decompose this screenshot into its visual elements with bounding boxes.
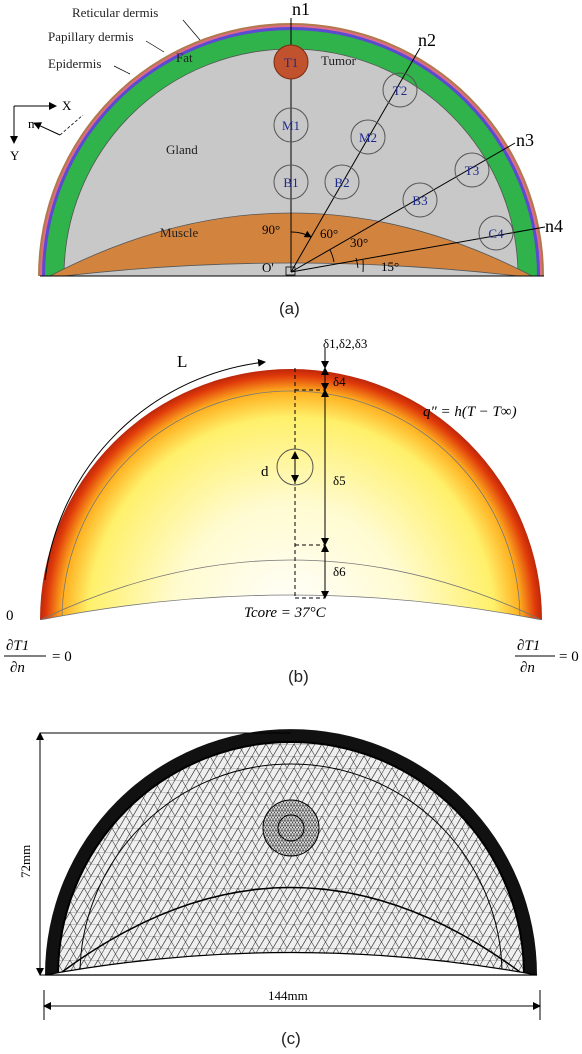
origin-label: O' [262, 260, 274, 275]
label-t2: T2 [393, 83, 407, 98]
label-epidermis: Epidermis [48, 56, 101, 71]
mesh-tumor-refinement [262, 799, 320, 857]
d-label: d [261, 464, 269, 480]
label-b2: B2 [334, 175, 349, 190]
angle-90: 90° [262, 222, 280, 237]
delta-5: δ5 [333, 473, 346, 488]
label-gland: Gland [166, 142, 198, 157]
caption-c: (c) [281, 1029, 301, 1048]
bc-left-denominator: ∂n [10, 660, 25, 676]
ray-label-n3: n3 [516, 130, 534, 150]
delta-6: δ6 [333, 564, 346, 579]
label-reticular: Reticular dermis [72, 5, 158, 20]
point-t2 [382, 72, 418, 108]
ray-n2 [290, 47, 421, 273]
point-t3 [454, 152, 490, 188]
bc-core-temp: Tcore = 37°C [244, 605, 327, 621]
caption-a: (a) [279, 299, 300, 318]
label-t1: T1 [284, 55, 298, 70]
label-tumor: Tumor [321, 53, 357, 68]
ray-label-n2: n2 [418, 30, 436, 50]
point-m2 [350, 119, 386, 155]
label-muscle: Muscle [160, 225, 199, 240]
mesh-body [58, 742, 524, 975]
arc-label-l: L [177, 352, 187, 371]
delta-4: δ4 [333, 374, 346, 389]
bc-right-numerator: ∂T1 [517, 638, 540, 654]
heat-dome [40, 369, 542, 620]
ray-n3 [290, 142, 516, 273]
dim-width-label: 144mm [268, 988, 308, 1003]
label-t3: T3 [465, 163, 479, 178]
axis-y-label: Y [10, 148, 20, 163]
label-m1: M1 [282, 118, 300, 133]
delta-123: δ1,δ2,δ3 [323, 336, 367, 351]
label-m2: M2 [359, 130, 377, 145]
angle-60: 60° [320, 226, 338, 241]
label-c4: C4 [488, 226, 504, 241]
angle-15: 15° [381, 259, 399, 274]
point-c4 [478, 215, 514, 251]
angle-30: 30° [350, 235, 368, 250]
ray-label-n1: n1 [292, 0, 310, 19]
axis-n-label: n [28, 116, 35, 131]
label-b1: B1 [283, 175, 298, 190]
bc-right-equals: = 0 [559, 649, 579, 665]
panel-a: T1 T2 T3 M1 M2 B1 B2 B3 C4 Fat Tumor Gla… [10, 0, 563, 318]
bc-convection: q″ = h(T − T∞) [423, 404, 517, 420]
ray-n4 [290, 226, 546, 273]
label-b3: B3 [412, 193, 427, 208]
panel-c: 72mm 144mm (c) [18, 729, 541, 1048]
bc-left-numerator: ∂T1 [6, 638, 29, 654]
point-m1 [273, 107, 309, 143]
zero-label: 0 [6, 608, 14, 624]
ray-label-n4: n4 [545, 216, 563, 236]
bc-right-denominator: ∂n [520, 660, 535, 676]
caption-b: (b) [288, 667, 309, 686]
bc-left-equals: = 0 [52, 649, 72, 665]
dim-height-label: 72mm [18, 845, 33, 878]
point-b1 [273, 164, 309, 200]
axis-x-label: X [62, 98, 72, 113]
label-fat: Fat [176, 50, 193, 65]
point-b2 [324, 164, 360, 200]
tumor-circle-d [276, 448, 314, 486]
point-b3 [402, 182, 438, 218]
label-papillary: Papillary dermis [48, 29, 134, 44]
panel-b: L δ1,δ2,δ3 δ4 δ5 δ6 d 0 q″ = h(T − T∞) T… [0, 336, 582, 686]
tumor-t1 [273, 44, 309, 80]
